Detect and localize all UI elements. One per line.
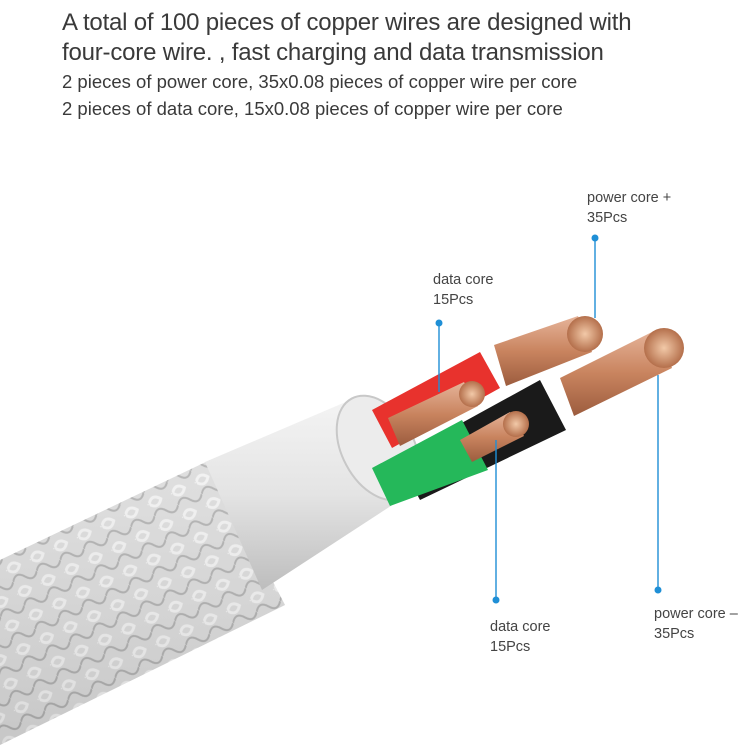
callout-data-bottom: data core 15Pcs	[490, 617, 550, 657]
callout-power-minus: power core – 35Pcs	[654, 604, 738, 644]
callout-dot-power-minus	[654, 586, 662, 594]
callout-dot-data-bottom	[492, 596, 500, 604]
callout-lines	[438, 238, 659, 600]
copper-strand-power-minus	[560, 328, 684, 416]
callout-data-top: data core 15Pcs	[433, 270, 493, 310]
strand-end-data-bottom	[503, 411, 529, 437]
copper-strand-data-top	[388, 381, 485, 446]
strand-end-power-plus	[567, 316, 603, 352]
callout-power-minus-name: power core –	[654, 606, 738, 622]
headline-line-4: 2 pieces of data core, 15x0.08 pieces of…	[62, 98, 563, 119]
headline-line-2: four-core wire. , fast charging and data…	[62, 39, 604, 66]
copper-strand-power-plus	[494, 316, 603, 386]
strand-end-power-minus	[644, 328, 684, 368]
core-green	[372, 420, 488, 506]
callout-data-top-count: 15Pcs	[433, 292, 474, 308]
strand-end-data-top	[459, 381, 485, 407]
callout-power-plus-count: 35Pcs	[587, 210, 628, 226]
callout-data-bottom-name: data core	[490, 619, 551, 635]
callout-power-plus-name: power core +	[587, 190, 672, 206]
callout-power-minus-count: 35Pcs	[654, 626, 695, 642]
callout-dots	[435, 234, 662, 604]
headline-line-3: 2 pieces of power core, 35x0.08 pieces o…	[62, 71, 578, 92]
callout-dot-power-plus	[591, 234, 599, 242]
headline-line-1: A total of 100 pieces of copper wires ar…	[62, 9, 632, 36]
copper-strand-data-bottom	[460, 411, 529, 462]
header-text: A total of 100 pieces of copper wires ar…	[62, 8, 742, 122]
callout-power-plus: power core + 35Pcs	[587, 188, 671, 228]
callout-data-top-name: data core	[433, 272, 494, 288]
callout-dot-data-top	[435, 319, 443, 327]
callout-data-bottom-count: 15Pcs	[490, 639, 531, 655]
braided-jacket	[0, 460, 285, 745]
